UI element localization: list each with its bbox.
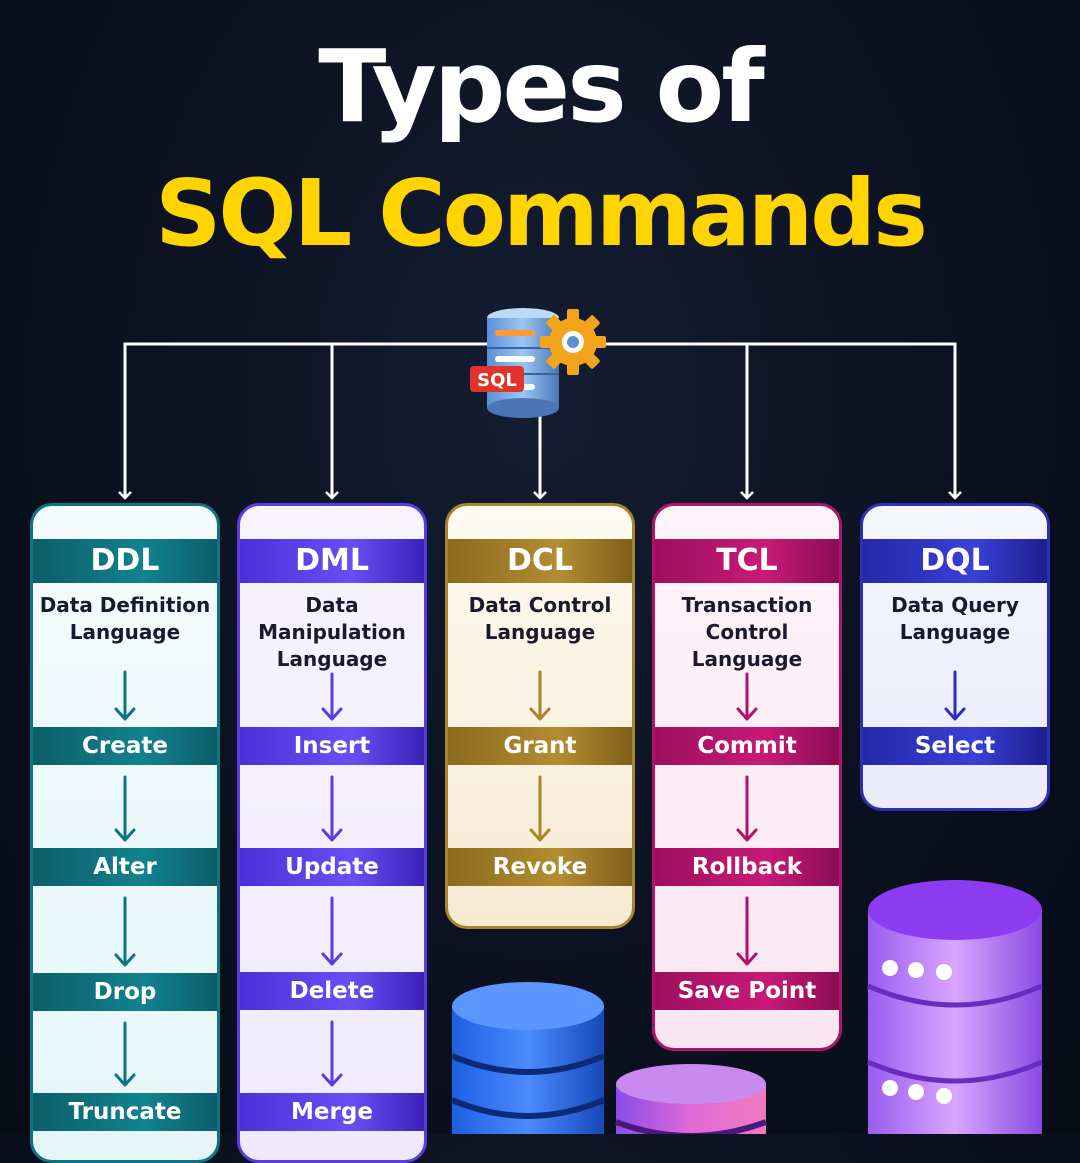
command-label: Truncate	[33, 1093, 217, 1131]
purple-server-stack-icon	[867, 880, 1043, 1134]
category-name-line: Data Definition	[39, 593, 211, 617]
down-arrow-icon	[529, 670, 551, 721]
down-arrow-icon	[114, 775, 136, 842]
category-name-line: Control	[705, 620, 789, 644]
category-name-line: Language	[691, 647, 803, 671]
category-name-line: Data Control	[468, 593, 612, 617]
category-name-line: Transaction	[681, 593, 813, 617]
category-abbr: DML	[240, 539, 424, 583]
down-arrow-icon	[321, 896, 343, 966]
command-label: Grant	[448, 727, 632, 765]
category-name-line: Language	[276, 647, 388, 671]
sql-database-gear-icon: SQL	[470, 308, 606, 418]
down-arrow-icon	[736, 896, 758, 966]
category-name-line: Manipulation	[258, 620, 406, 644]
category-name: Data Query Language	[863, 592, 1047, 646]
title-line-2: SQL Commands	[155, 160, 928, 267]
down-arrow-icon	[114, 896, 136, 967]
category-abbr: TCL	[655, 539, 839, 583]
category-name-line: Language	[69, 620, 181, 644]
command-label: Delete	[240, 972, 424, 1010]
title-line-1: Types of	[318, 28, 764, 145]
down-arrow-icon	[736, 672, 758, 721]
category-abbr: DDL	[33, 539, 217, 583]
category-abbr: DQL	[863, 539, 1047, 583]
category-name-line: Data Query	[891, 593, 1019, 617]
down-arrow-icon	[321, 672, 343, 721]
command-label: Revoke	[448, 848, 632, 886]
command-label: Commit	[655, 727, 839, 765]
down-arrow-icon	[321, 775, 343, 842]
command-label: Insert	[240, 727, 424, 765]
category-name: Transaction Control Language	[655, 592, 839, 673]
command-label: Select	[863, 727, 1047, 765]
category-card-dql: DQL Data Query Language Select	[860, 503, 1050, 811]
category-abbr: DCL	[448, 539, 632, 583]
down-arrow-icon	[736, 775, 758, 842]
category-name-line: Language	[484, 620, 596, 644]
command-label: Rollback	[655, 848, 839, 886]
category-name: Data Definition Language	[33, 592, 217, 646]
category-name-line: Data	[305, 593, 359, 617]
down-arrow-icon	[114, 1021, 136, 1087]
sql-badge-text: SQL	[477, 370, 517, 391]
pink-database-stack-icon	[614, 1064, 768, 1134]
category-name: Data Manipulation Language	[240, 592, 424, 673]
category-name: Data Control Language	[448, 592, 632, 646]
blue-database-stack-icon	[450, 982, 606, 1134]
command-label: Merge	[240, 1093, 424, 1131]
down-arrow-icon	[529, 775, 551, 842]
down-arrow-icon	[321, 1020, 343, 1087]
command-label: Update	[240, 848, 424, 886]
down-arrow-icon	[114, 670, 136, 721]
command-label: Drop	[33, 973, 217, 1011]
command-label: Alter	[33, 848, 217, 886]
down-arrow-icon	[944, 670, 966, 721]
command-label: Create	[33, 727, 217, 765]
command-label: Save Point	[655, 972, 839, 1010]
category-name-line: Language	[899, 620, 1011, 644]
